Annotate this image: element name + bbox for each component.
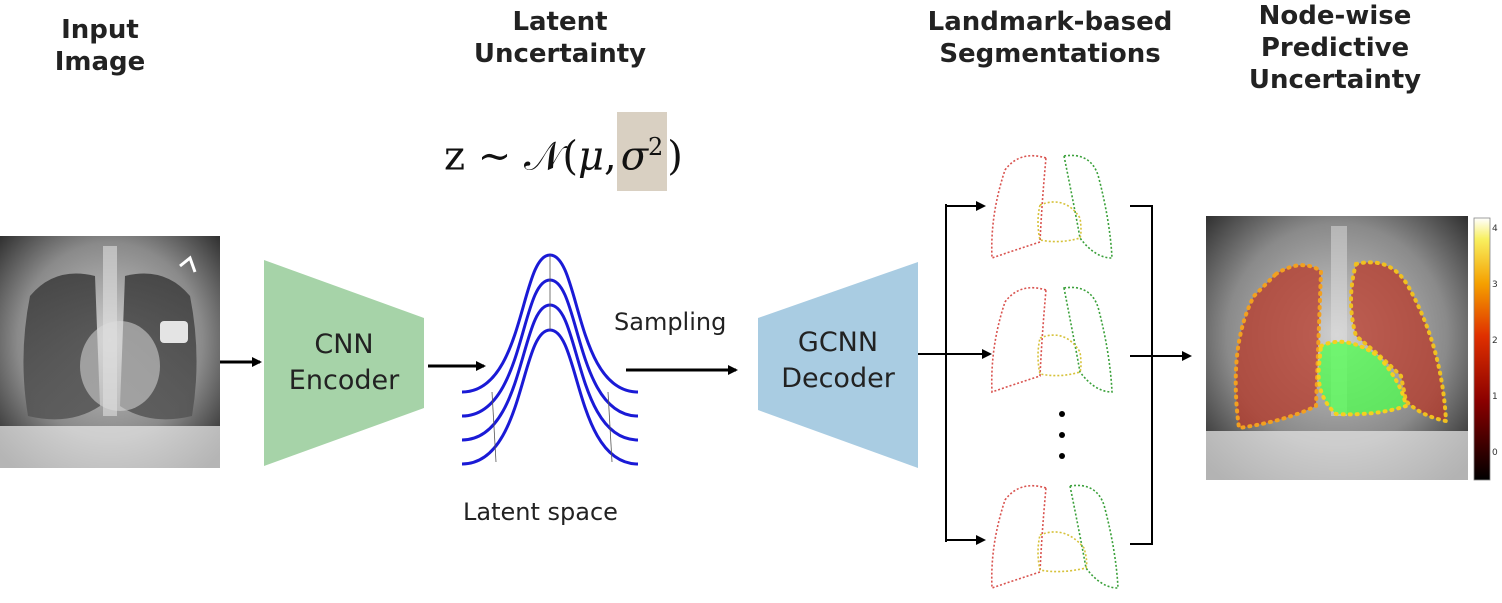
left-lung-overlay [1351,262,1446,421]
sigma-highlight: σ2 [616,112,668,192]
latent-distribution-formula: z ∼ 𝒩(μ,σ2) [444,112,683,192]
colorbar-tick-4: 4 [1492,224,1498,234]
heading-latent-uncertainty: Latent Uncertainty [473,7,647,69]
segmentation-sample-1 [990,154,1113,260]
colorbar-tick-2: 2 [1492,336,1498,346]
latent-space-label: Latent space [463,498,618,526]
formula-z: z [444,133,466,180]
colorbar-tick-0: 0 [1492,448,1498,458]
sampling-label: Sampling [614,308,727,336]
formula-mu: μ [577,133,604,180]
heading-landmark-segmentations: Landmark-based Segmentations [927,7,1173,69]
formula-sim: ∼ [477,133,512,180]
heading-node-wise-uncertainty: Node-wise Predictive Uncertainty [1248,1,1422,95]
gcnn-decoder-block [758,262,918,468]
output-xray-uncertainty [1206,216,1468,480]
formula-sigma: σ [620,133,648,180]
colorbar-tick-3: 3 [1492,280,1498,290]
input-xray-image [0,236,220,468]
formula-normal: 𝒩 [524,133,563,180]
right-lung-overlay [1235,265,1321,428]
fan-in-bracket [1130,205,1153,545]
cnn-encoder-label: CNN Encoder [288,329,400,396]
formula-exponent: 2 [648,133,664,161]
heading-input-image: Input Image [54,15,146,77]
cnn-encoder-block [264,260,424,466]
fan-out-bracket [918,204,947,542]
segmentation-sample-3 [990,484,1119,590]
colorbar-tick-1: 1 [1492,392,1498,402]
ellipsis-dots [1059,411,1065,459]
heart-overlay [1318,341,1406,415]
gcnn-decoder-label: GCNN Decoder [781,327,895,394]
segmentation-sample-2 [990,286,1113,394]
